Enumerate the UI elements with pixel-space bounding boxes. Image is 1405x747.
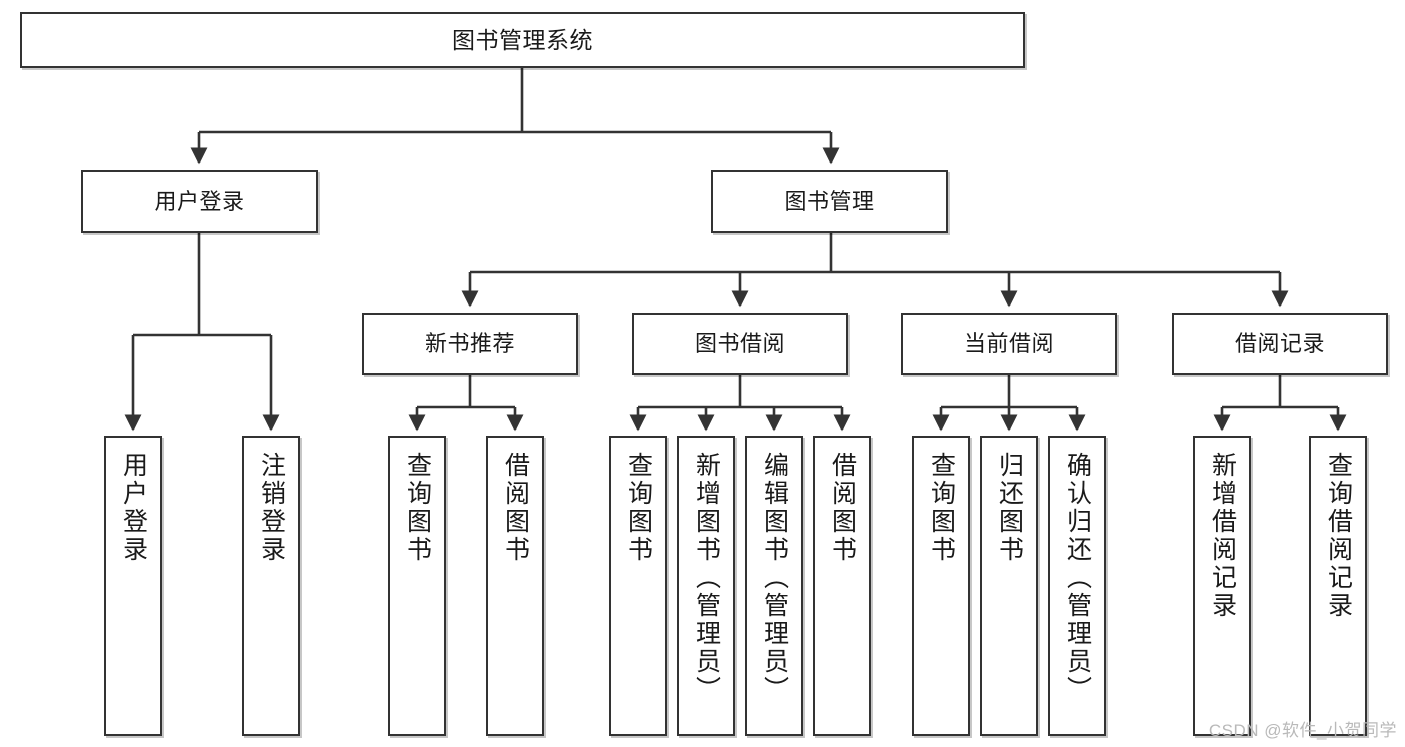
node-label: 借阅图书 [828,452,857,564]
node-label: 确认归还（管理员） [1063,452,1092,704]
node-label: 归还图书 [995,452,1024,564]
leaf-new-book-query-book[interactable]: 查询图书 [388,436,446,736]
node-label: 查询图书 [927,452,956,564]
node-book-management[interactable]: 图书管理 [711,170,948,233]
node-label: 注销登录 [257,452,286,564]
node-label: 图书管理 [784,188,875,214]
leaf-borrow-record-add-record[interactable]: 新增借阅记录 [1193,436,1251,736]
node-label: 查询图书 [624,452,653,564]
node-label: 图书管理系统 [452,26,593,53]
node-label: 借阅图书 [501,452,530,564]
leaf-book-borrow-borrow-book[interactable]: 借阅图书 [813,436,871,736]
leaf-book-borrow-edit-book-admin[interactable]: 编辑图书（管理员） [745,436,803,736]
leaf-borrow-record-query-record[interactable]: 查询借阅记录 [1309,436,1367,736]
leaf-user-login-login[interactable]: 用户登录 [104,436,162,736]
leaf-current-borrow-query-book[interactable]: 查询图书 [912,436,970,736]
node-label: 用户登录 [154,188,245,214]
node-label: 查询借阅记录 [1324,452,1353,620]
node-root-book-management-system[interactable]: 图书管理系统 [20,12,1025,68]
csdn-watermark: CSDN @软件_小贺同学 [1208,721,1397,740]
node-label: 编辑图书（管理员） [760,452,789,704]
leaf-current-borrow-confirm-return-admin[interactable]: 确认归还（管理员） [1048,436,1106,736]
leaf-new-book-borrow-book[interactable]: 借阅图书 [486,436,544,736]
node-label: 新增借阅记录 [1208,452,1237,620]
node-label: 图书借阅 [694,331,785,357]
node-label: 用户登录 [119,452,148,564]
node-label: 新书推荐 [424,331,515,357]
node-label: 查询图书 [403,452,432,564]
leaf-current-borrow-return-book[interactable]: 归还图书 [980,436,1038,736]
leaf-book-borrow-query-book[interactable]: 查询图书 [609,436,667,736]
node-borrow-record[interactable]: 借阅记录 [1172,313,1388,375]
node-new-book-recommend[interactable]: 新书推荐 [362,313,578,375]
node-label: 当前借阅 [963,331,1054,357]
node-user-login[interactable]: 用户登录 [81,170,318,233]
node-book-borrow[interactable]: 图书借阅 [632,313,848,375]
leaf-book-borrow-add-book-admin[interactable]: 新增图书（管理员） [677,436,735,736]
node-label: 借阅记录 [1234,331,1325,357]
node-label: 新增图书（管理员） [692,452,721,704]
leaf-user-login-logout[interactable]: 注销登录 [242,436,300,736]
node-current-borrow[interactable]: 当前借阅 [901,313,1117,375]
